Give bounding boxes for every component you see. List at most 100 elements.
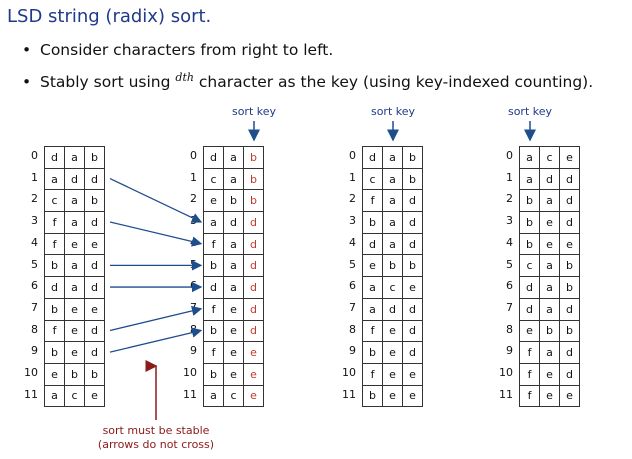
- bullet-1-text: Consider characters from right to left.: [40, 41, 334, 59]
- table-cell: b: [243, 167, 264, 191]
- table-cell: e: [539, 211, 560, 234]
- row-index-label: 5: [506, 257, 513, 271]
- table-cell: d: [243, 232, 264, 256]
- bullet-list: • Consider characters from right to left.…: [22, 36, 593, 96]
- row-index-label: 9: [190, 344, 197, 358]
- table-cell: d: [559, 341, 580, 364]
- stability-note: sort must be stable (arrows do not cross…: [76, 424, 236, 452]
- table-cell: d: [559, 211, 580, 234]
- table-cell: e: [559, 232, 580, 256]
- table-cell: e: [84, 232, 105, 256]
- row-index-label: 3: [506, 214, 513, 228]
- table-cell: c: [362, 167, 383, 191]
- table-cell: e: [402, 384, 423, 408]
- table-cell: b: [362, 384, 383, 408]
- row-index-label: 4: [349, 235, 356, 249]
- row-index-label: 7: [31, 300, 38, 314]
- table-cell: c: [44, 189, 65, 213]
- bullet-1: • Consider characters from right to left.: [22, 36, 593, 64]
- table-cell: c: [203, 167, 224, 191]
- table-cell: d: [402, 211, 423, 234]
- table-cell: d: [402, 341, 423, 364]
- stability-note-line-2: (arrows do not cross): [97, 438, 215, 451]
- table-cell: d: [84, 211, 105, 234]
- table-cell: b: [84, 189, 105, 213]
- row-index-label: 1: [31, 170, 38, 184]
- row-index-label: 6: [506, 279, 513, 293]
- table-cell: d: [44, 146, 65, 169]
- bullet-dot: •: [22, 41, 32, 59]
- row-index-label: 1: [506, 170, 513, 184]
- table-cell: b: [84, 362, 105, 386]
- table-cell: b: [559, 276, 580, 299]
- row-index-label: 7: [506, 300, 513, 314]
- table-cell: a: [382, 211, 403, 234]
- row-index-label: 11: [499, 387, 513, 401]
- table-cell: f: [362, 189, 383, 213]
- table-cell: b: [84, 146, 105, 169]
- row-index-label: 6: [31, 279, 38, 293]
- row-index-label: 10: [24, 366, 38, 379]
- row-index-label: 9: [31, 344, 38, 358]
- row-index-label: 11: [342, 387, 356, 401]
- row-index-label: 0: [349, 149, 356, 162]
- table-cell: a: [223, 232, 244, 256]
- table-cell: e: [539, 384, 560, 408]
- stable-sort-arrow: [109, 305, 203, 332]
- row-index-label: 10: [183, 366, 197, 379]
- bullet-2-text-before: Stably sort using: [40, 73, 176, 92]
- table-cell: e: [559, 384, 580, 408]
- row-index-label: 7: [349, 300, 356, 314]
- sort-key-label: sort key: [231, 105, 277, 118]
- row-index-label: 0: [506, 149, 513, 162]
- stability-note-line-1: sort must be stable: [102, 424, 210, 437]
- table-cell: a: [64, 146, 85, 169]
- dth-symbol: dth: [175, 71, 194, 84]
- row-index-label: 2: [31, 192, 38, 206]
- table-cell: d: [402, 297, 423, 321]
- table-cell: e: [84, 384, 105, 408]
- row-index-label: 2: [190, 192, 197, 206]
- row-index-label: 0: [190, 149, 197, 162]
- table-cell: b: [243, 146, 264, 169]
- bullet-2: •Stably sort using dth character as the …: [22, 64, 593, 96]
- table-cell: d: [559, 189, 580, 213]
- row-index-label: 5: [31, 257, 38, 271]
- table-cell: d: [243, 276, 264, 299]
- row-index-label: 6: [349, 279, 356, 293]
- table-cell: b: [402, 146, 423, 169]
- row-index-label: 2: [349, 192, 356, 206]
- row-index-label: 3: [349, 214, 356, 228]
- table-cell: a: [64, 189, 85, 213]
- table-cell: b: [402, 167, 423, 191]
- row-index-label: 0: [31, 149, 38, 162]
